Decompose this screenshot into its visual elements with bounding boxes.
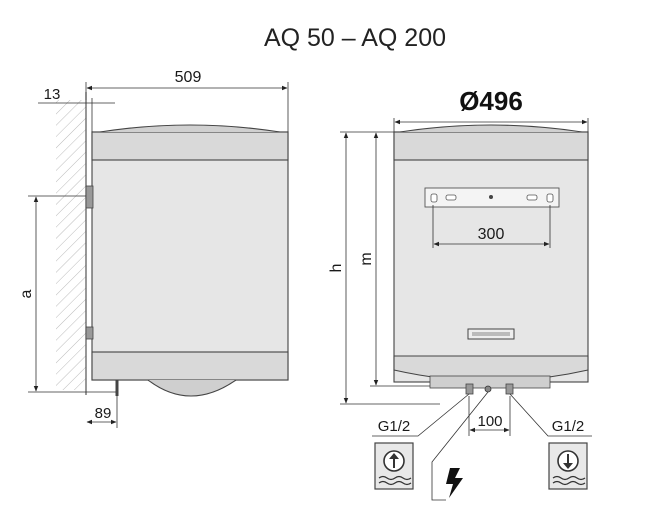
dim-pipe-offset-label: 89 [95,405,112,422]
side-body [91,131,289,381]
dim-h-label: h [328,264,345,273]
wall-hatch [56,100,86,390]
side-view: 509 13 a 89 [18,69,289,428]
front-bottom-plate [429,375,551,389]
lightning-bolt-icon [446,468,463,498]
side-bottom-dome [147,379,237,397]
hot-water-outlet-icon [548,442,588,490]
side-lower-bracket [85,326,94,340]
front-view: 300 Ø496 h m 100 [328,86,592,501]
side-bottom-cap [91,351,289,381]
bracket-hole [489,195,493,199]
dim-m-label: m [358,252,375,265]
front-body [393,131,589,383]
side-top-dome [99,124,281,133]
dim-bracket-label: 300 [478,226,505,243]
dim-depth-label: 509 [175,69,202,86]
dim-wall-gap-label: 13 [44,86,61,103]
dim-a-label: a [18,289,35,298]
cold-water-inlet-icon [374,442,414,490]
side-mount-bracket [85,185,94,209]
control-panel-slot [472,332,510,336]
inlet-leader [372,393,470,437]
bracket-slot-4 [546,193,554,203]
outlet-thread-label: G1/2 [552,418,585,435]
bracket-slot-3 [526,194,538,201]
front-top-cap [393,131,589,161]
side-top-cap [91,131,289,161]
bracket-slot-1 [430,193,438,203]
diagram-title: AQ 50 – AQ 200 [264,24,446,52]
bracket-slot-2 [445,194,457,201]
outlet-leader [509,393,592,437]
dim-diameter-label: Ø496 [459,86,523,116]
outlet-pipe [505,383,514,395]
dim-pipe-spacing-label: 100 [477,413,502,430]
power-entry [484,385,492,393]
front-top-dome [399,124,583,133]
inlet-thread-label: G1/2 [378,418,411,435]
inlet-pipe [465,383,474,395]
power-leader [431,391,489,501]
